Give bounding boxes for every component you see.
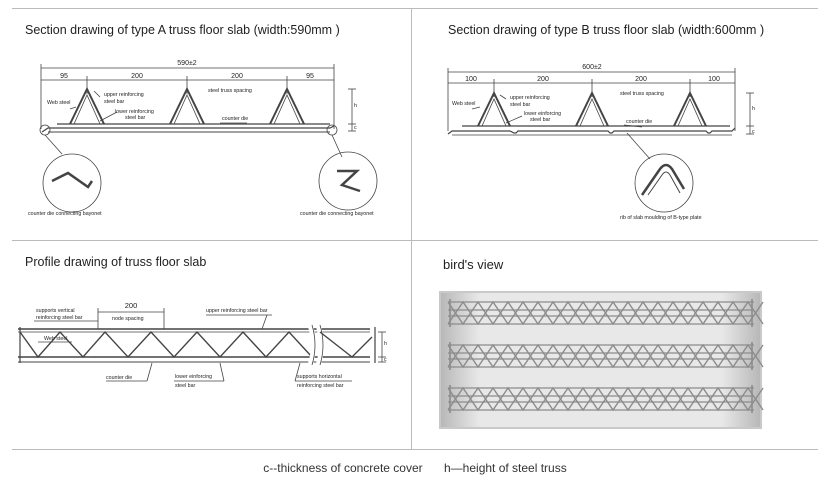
legend-c: c--thickness of concrete cover xyxy=(263,461,423,475)
counter-die-label: counter die xyxy=(222,116,248,122)
spacing-label-2: 200 xyxy=(131,73,143,80)
b-c-marker: c xyxy=(752,129,755,135)
svg-text:steel bar: steel bar xyxy=(530,117,551,123)
upper-bar-profile-label: upper reinforcing steel bar xyxy=(206,308,268,314)
vertical-bar-label: supports vertical xyxy=(36,308,75,314)
spacing-label-3: 200 xyxy=(231,73,243,80)
b-upper-bar-label: upper reinforcing xyxy=(510,95,550,101)
total-width-label: 590±2 xyxy=(177,60,197,67)
svg-text:steel bar: steel bar xyxy=(510,102,531,108)
horizontal-bar-label: supports horizontal xyxy=(297,374,342,380)
type-b-section-drawing: 600±2 100 200 200 100 Web steel upper re… xyxy=(447,64,755,221)
left-bayonet-detail xyxy=(42,153,102,213)
lower-bar-profile-label: lower einforcing xyxy=(175,374,212,380)
panel-a-title: Section drawing of type A truss floor sl… xyxy=(25,23,340,37)
birds-view-photo xyxy=(439,291,764,429)
svg-text:reinforcing steel bar: reinforcing steel bar xyxy=(36,315,83,321)
spacing-label-4: 95 xyxy=(306,73,314,80)
legend-h: h—height of steel truss xyxy=(444,461,567,475)
truss-b-1 xyxy=(477,90,511,127)
b-lower-bar-label: lower einforcing xyxy=(524,111,561,117)
b-web-steel-label: Web steel xyxy=(452,101,475,107)
truss-b-3 xyxy=(673,90,707,127)
truss-2 xyxy=(169,86,205,125)
b-spacing-label-1: 100 xyxy=(465,76,477,83)
photo-truss-rows xyxy=(447,299,764,413)
b-spacing-label-3: 200 xyxy=(635,76,647,83)
panel-b-title: Section drawing of type B truss floor sl… xyxy=(448,23,765,37)
spacing-label-1: 95 xyxy=(60,73,68,80)
bayonet-left-label: counter die connecting bayonet xyxy=(28,211,102,217)
photo-truss-zigzag xyxy=(447,386,764,412)
birds-view-title: bird's view xyxy=(443,257,504,272)
profile-h-marker: h xyxy=(384,341,387,347)
b-h-marker: h xyxy=(752,106,755,112)
type-a-section-drawing: 590±2 95 200 200 95 Web steel upper rein… xyxy=(28,60,378,217)
b-spacing-label-2: 200 xyxy=(537,76,549,83)
right-bayonet-detail xyxy=(318,151,378,211)
upper-bar-label: upper reinforcing xyxy=(104,92,144,98)
panel-profile: Profile drawing of truss floor slab xyxy=(12,240,412,450)
node-spacing-label: node spacing xyxy=(112,316,144,322)
b-counter-die-label: counter die xyxy=(626,119,652,125)
rib-detail xyxy=(634,153,694,213)
legend: c--thickness of concrete cover h—height … xyxy=(0,461,830,475)
svg-text:steel bar: steel bar xyxy=(175,383,196,389)
panel-type-a: Section drawing of type A truss floor sl… xyxy=(12,8,412,240)
profile-title: Profile drawing of truss floor slab xyxy=(25,255,207,269)
lower-bar-label: lower reinforcing xyxy=(115,109,154,115)
counter-die-plate xyxy=(41,125,335,133)
ribbed-plate xyxy=(447,127,736,135)
panel-birds-view: bird's view xyxy=(412,240,818,450)
svg-text:steel bar: steel bar xyxy=(104,99,125,105)
b-truss-spacing-label: steel truss spacing xyxy=(620,91,664,97)
profile-drawing: 200 supports vertical reinforcing steel … xyxy=(18,301,387,389)
photo-truss-zigzag xyxy=(447,343,764,369)
b-spacing-label-4: 100 xyxy=(708,76,720,83)
truss-1 xyxy=(69,86,105,125)
panel-type-b: Section drawing of type B truss floor sl… xyxy=(412,8,818,240)
h-marker: h xyxy=(354,103,357,109)
b-total-width-label: 600±2 xyxy=(582,64,602,71)
profile-c-marker: c xyxy=(384,357,387,363)
svg-text:steel bar: steel bar xyxy=(125,115,146,121)
truss-b-2 xyxy=(575,90,609,127)
bayonet-right-label: counter die connecting bayonet xyxy=(300,211,374,217)
rib-label: rib of slab moulding of B-type plate xyxy=(620,215,702,221)
photo-truss-zigzag xyxy=(447,300,764,326)
web-steel-label: Web steel xyxy=(47,100,70,106)
node-dim-label: 200 xyxy=(125,301,138,310)
counter-die-profile-label: counter die xyxy=(106,375,132,381)
truss-3 xyxy=(269,86,305,125)
truss-spacing-label: steel truss spacing xyxy=(208,88,252,94)
c-marker: c xyxy=(354,125,357,131)
web-steel-zigzag xyxy=(19,330,313,359)
web-steel-profile-label: Web steel xyxy=(44,336,67,342)
svg-text:reinforcing steel bar: reinforcing steel bar xyxy=(297,383,344,389)
